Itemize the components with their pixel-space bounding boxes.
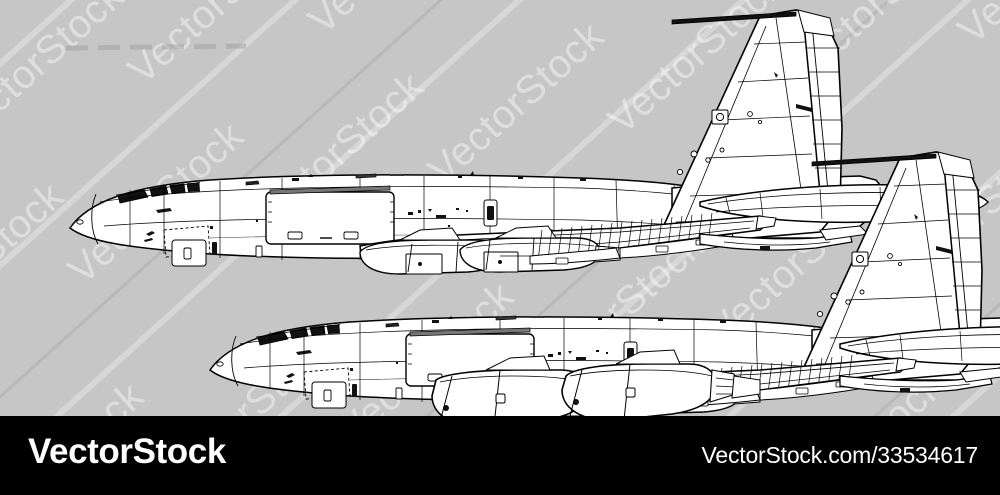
vectorstock-logo[interactable]: VectorStock [28,432,226,471]
vectorstock-url[interactable]: VectorStock.com/33534617 [701,442,979,468]
aircraft-artwork [65,9,1000,418]
footer-bar: VectorStock VectorStock.com/33534617 [0,416,1000,495]
